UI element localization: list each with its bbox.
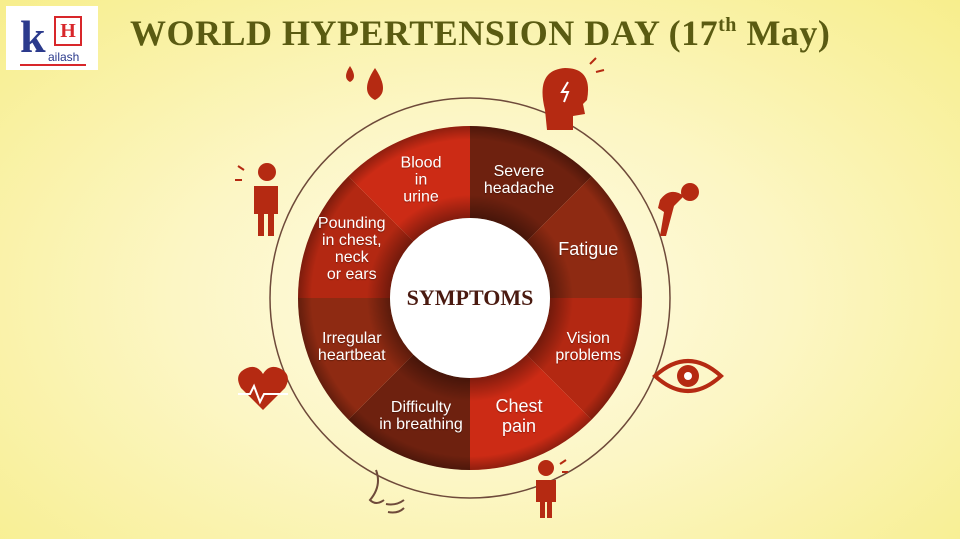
pounding-person-icon: [235, 163, 278, 236]
eye-icon: [652, 359, 724, 393]
icons: [235, 57, 724, 518]
title-main: WORLD HYPERTENSION DAY (17: [130, 13, 719, 53]
headache-icon: [542, 57, 605, 130]
logo-h: H: [54, 16, 82, 46]
blood-drops-icon: [346, 66, 383, 100]
kailash-logo: k H ailash: [6, 6, 98, 70]
logo-k: k: [20, 11, 46, 62]
chest-pain-person-icon: [536, 459, 568, 518]
heartbeat-icon: [238, 366, 288, 410]
logo-underline: [20, 64, 86, 66]
outer-ring: [269, 97, 671, 499]
fatigue-person-icon: [658, 183, 699, 236]
center-circle: [390, 218, 550, 378]
page-title: WORLD HYPERTENSION DAY (17th May): [130, 12, 830, 54]
title-sup: th: [718, 14, 737, 36]
segment-label: Fatigue: [558, 239, 619, 260]
title-end: May): [736, 13, 831, 53]
nose-breathing-icon: [368, 469, 405, 514]
logo-name: ailash: [48, 50, 80, 64]
center-label: SYMPTOMS: [406, 285, 534, 310]
